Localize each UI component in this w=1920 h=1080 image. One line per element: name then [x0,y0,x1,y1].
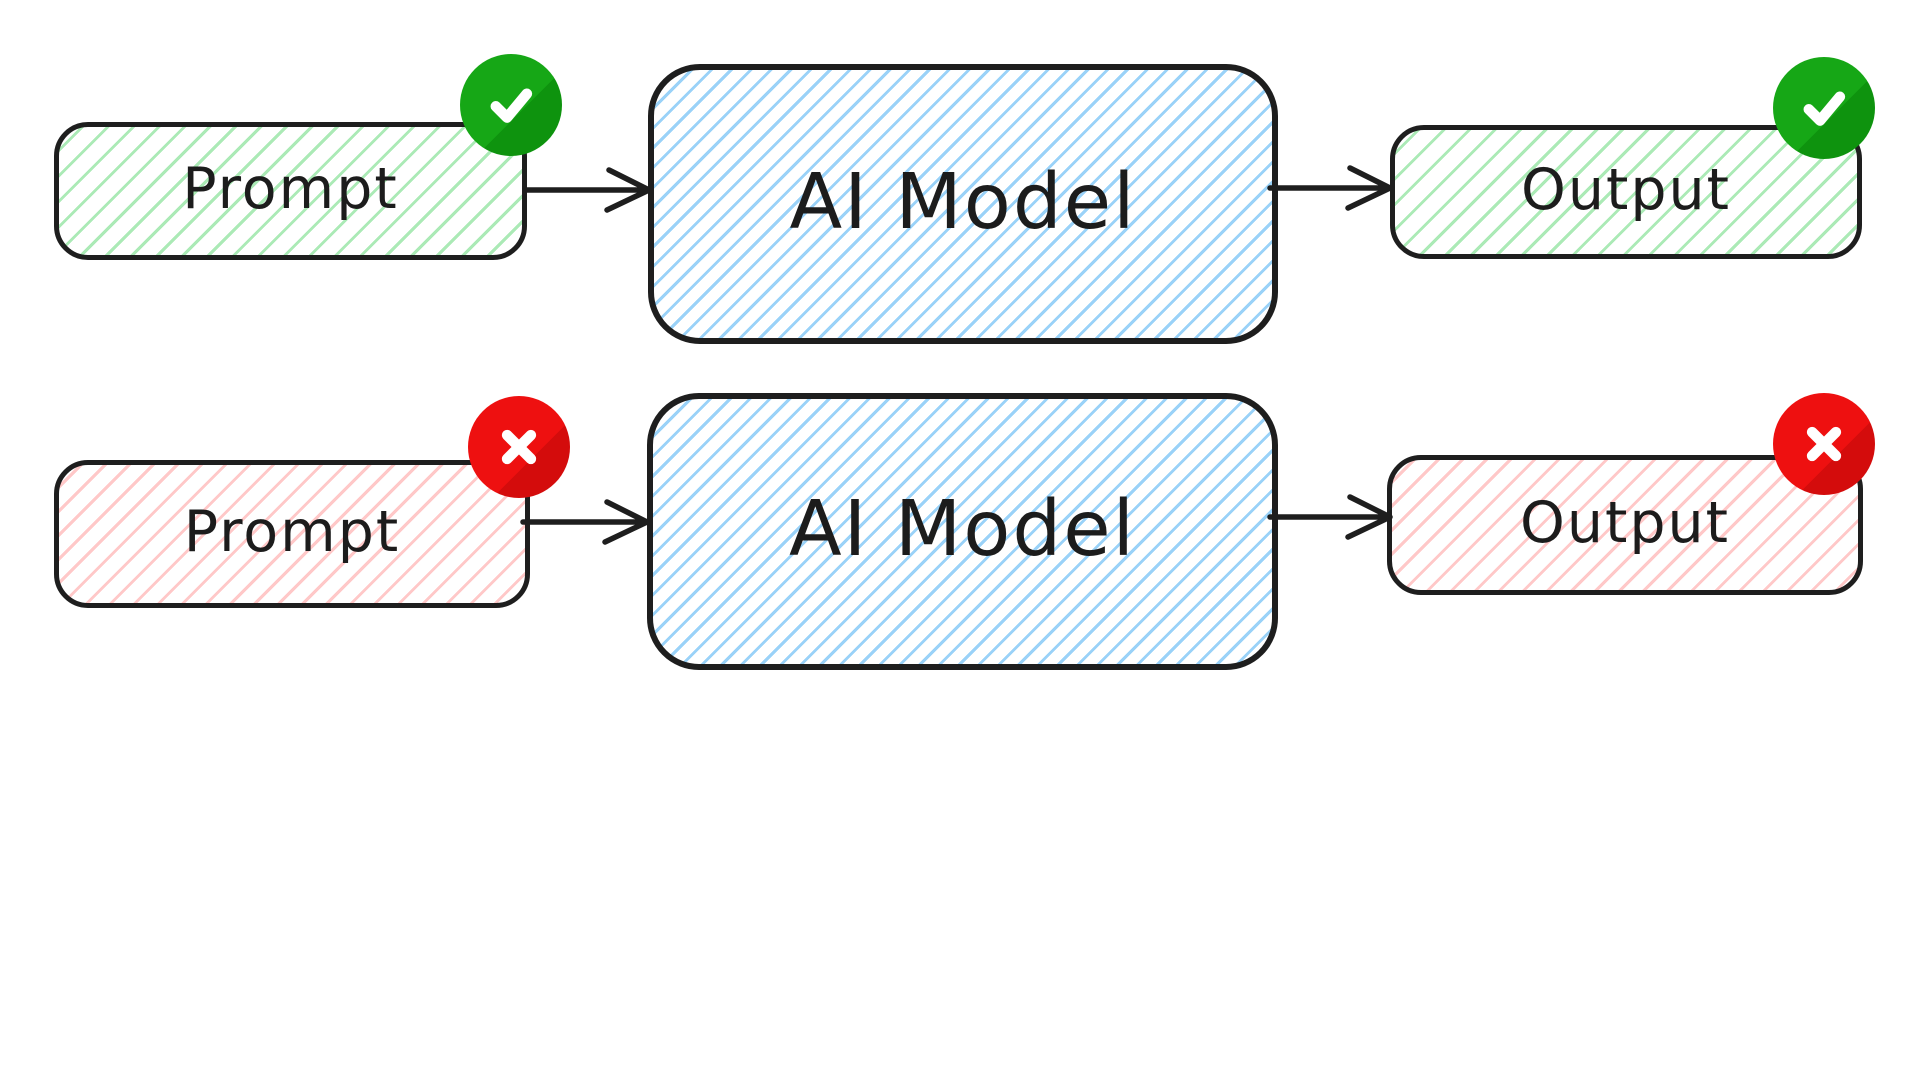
arrow-model-to-output-bad [1267,494,1393,540]
arrow-model-to-output-good [1267,165,1393,211]
check-icon [490,88,533,123]
node-label: Output [1521,157,1731,223]
status-badge-prompt-bad [468,396,570,498]
check-icon [1803,91,1846,126]
node-label: Output [1520,490,1730,556]
cross-icon [1806,426,1842,462]
node-output-good: Output [1390,125,1862,259]
node-prompt-bad: Prompt [54,460,530,608]
node-output-bad: Output [1387,455,1863,595]
node-label: AI Model [788,485,1137,574]
arrow-prompt-to-model-good [522,167,652,213]
node-ai-model-good: AI Model [648,64,1278,344]
status-badge-output-good [1773,57,1875,159]
status-badge-output-bad [1773,393,1875,495]
node-label: AI Model [789,157,1137,247]
node-label: Prompt [182,156,399,222]
status-badge-prompt-good [460,54,562,156]
node-ai-model-bad: AI Model [647,393,1278,670]
arrow-prompt-to-model-bad [520,499,650,545]
node-label: Prompt [183,499,401,565]
node-prompt-good: Prompt [54,122,527,260]
cross-icon [501,429,537,465]
